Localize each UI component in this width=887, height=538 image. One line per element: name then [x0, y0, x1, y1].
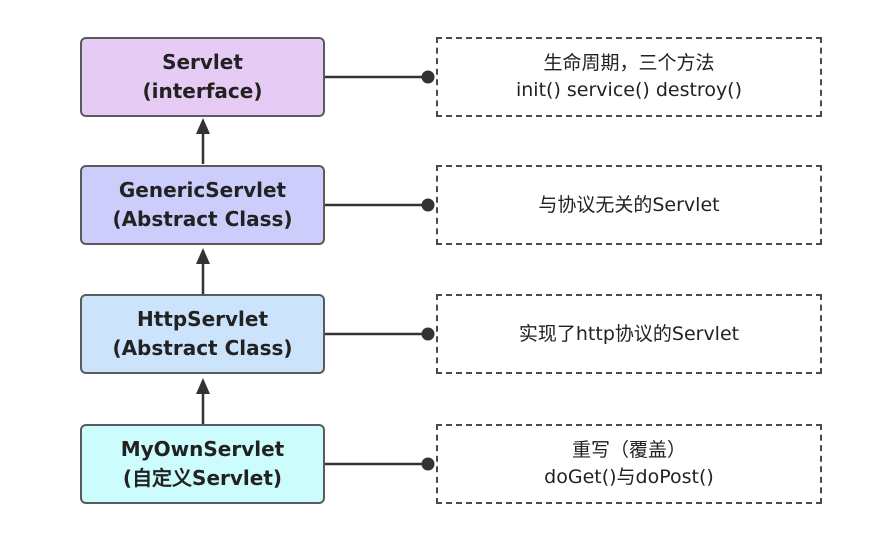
- note-dot-myown: [421, 457, 435, 471]
- arrowhead-servlet: [196, 118, 210, 134]
- arrowhead-generic: [196, 248, 210, 264]
- arrowhead-http: [196, 378, 210, 394]
- note-text-generic-line1: 与协议无关的Servlet: [538, 193, 720, 216]
- note-box-http-servlet: 实现了http协议的Servlet: [436, 294, 822, 374]
- class-name-http-servlet: HttpServlet: [136, 307, 269, 331]
- class-name-myown-servlet: MyOwnServlet: [120, 437, 285, 461]
- note-text-servlet-line2: init() service() destroy(): [515, 79, 743, 101]
- class-kind-myown-servlet: (自定义Servlet): [122, 466, 283, 490]
- note-dot-generic: [421, 198, 435, 212]
- class-box-http-servlet: HttpServlet (Abstract Class): [80, 294, 325, 374]
- note-box-generic-servlet: 与协议无关的Servlet: [436, 165, 822, 245]
- note-text-myown-line2: doGet()与doPost(): [544, 466, 714, 488]
- class-box-generic-servlet: GenericServlet (Abstract Class): [80, 165, 325, 245]
- note-box-servlet: 生命周期，三个方法 init() service() destroy(): [436, 37, 822, 117]
- class-name-servlet: Servlet: [162, 50, 243, 74]
- class-name-generic-servlet: GenericServlet: [118, 178, 287, 202]
- note-dot-servlet: [421, 70, 435, 84]
- class-kind-servlet: (interface): [142, 79, 263, 103]
- note-text-servlet-line1: 生命周期，三个方法: [543, 52, 715, 74]
- class-box-servlet: Servlet (interface): [80, 37, 325, 117]
- note-text-myown-line1: 重写（覆盖）: [571, 439, 686, 461]
- note-text-http-line1: 实现了http协议的Servlet: [518, 322, 740, 345]
- class-kind-generic-servlet: (Abstract Class): [112, 207, 293, 231]
- note-dot-http: [421, 327, 435, 341]
- class-kind-http-servlet: (Abstract Class): [112, 336, 293, 360]
- class-box-myown-servlet: MyOwnServlet (自定义Servlet): [80, 424, 325, 504]
- note-box-myown-servlet: 重写（覆盖） doGet()与doPost(): [436, 424, 822, 504]
